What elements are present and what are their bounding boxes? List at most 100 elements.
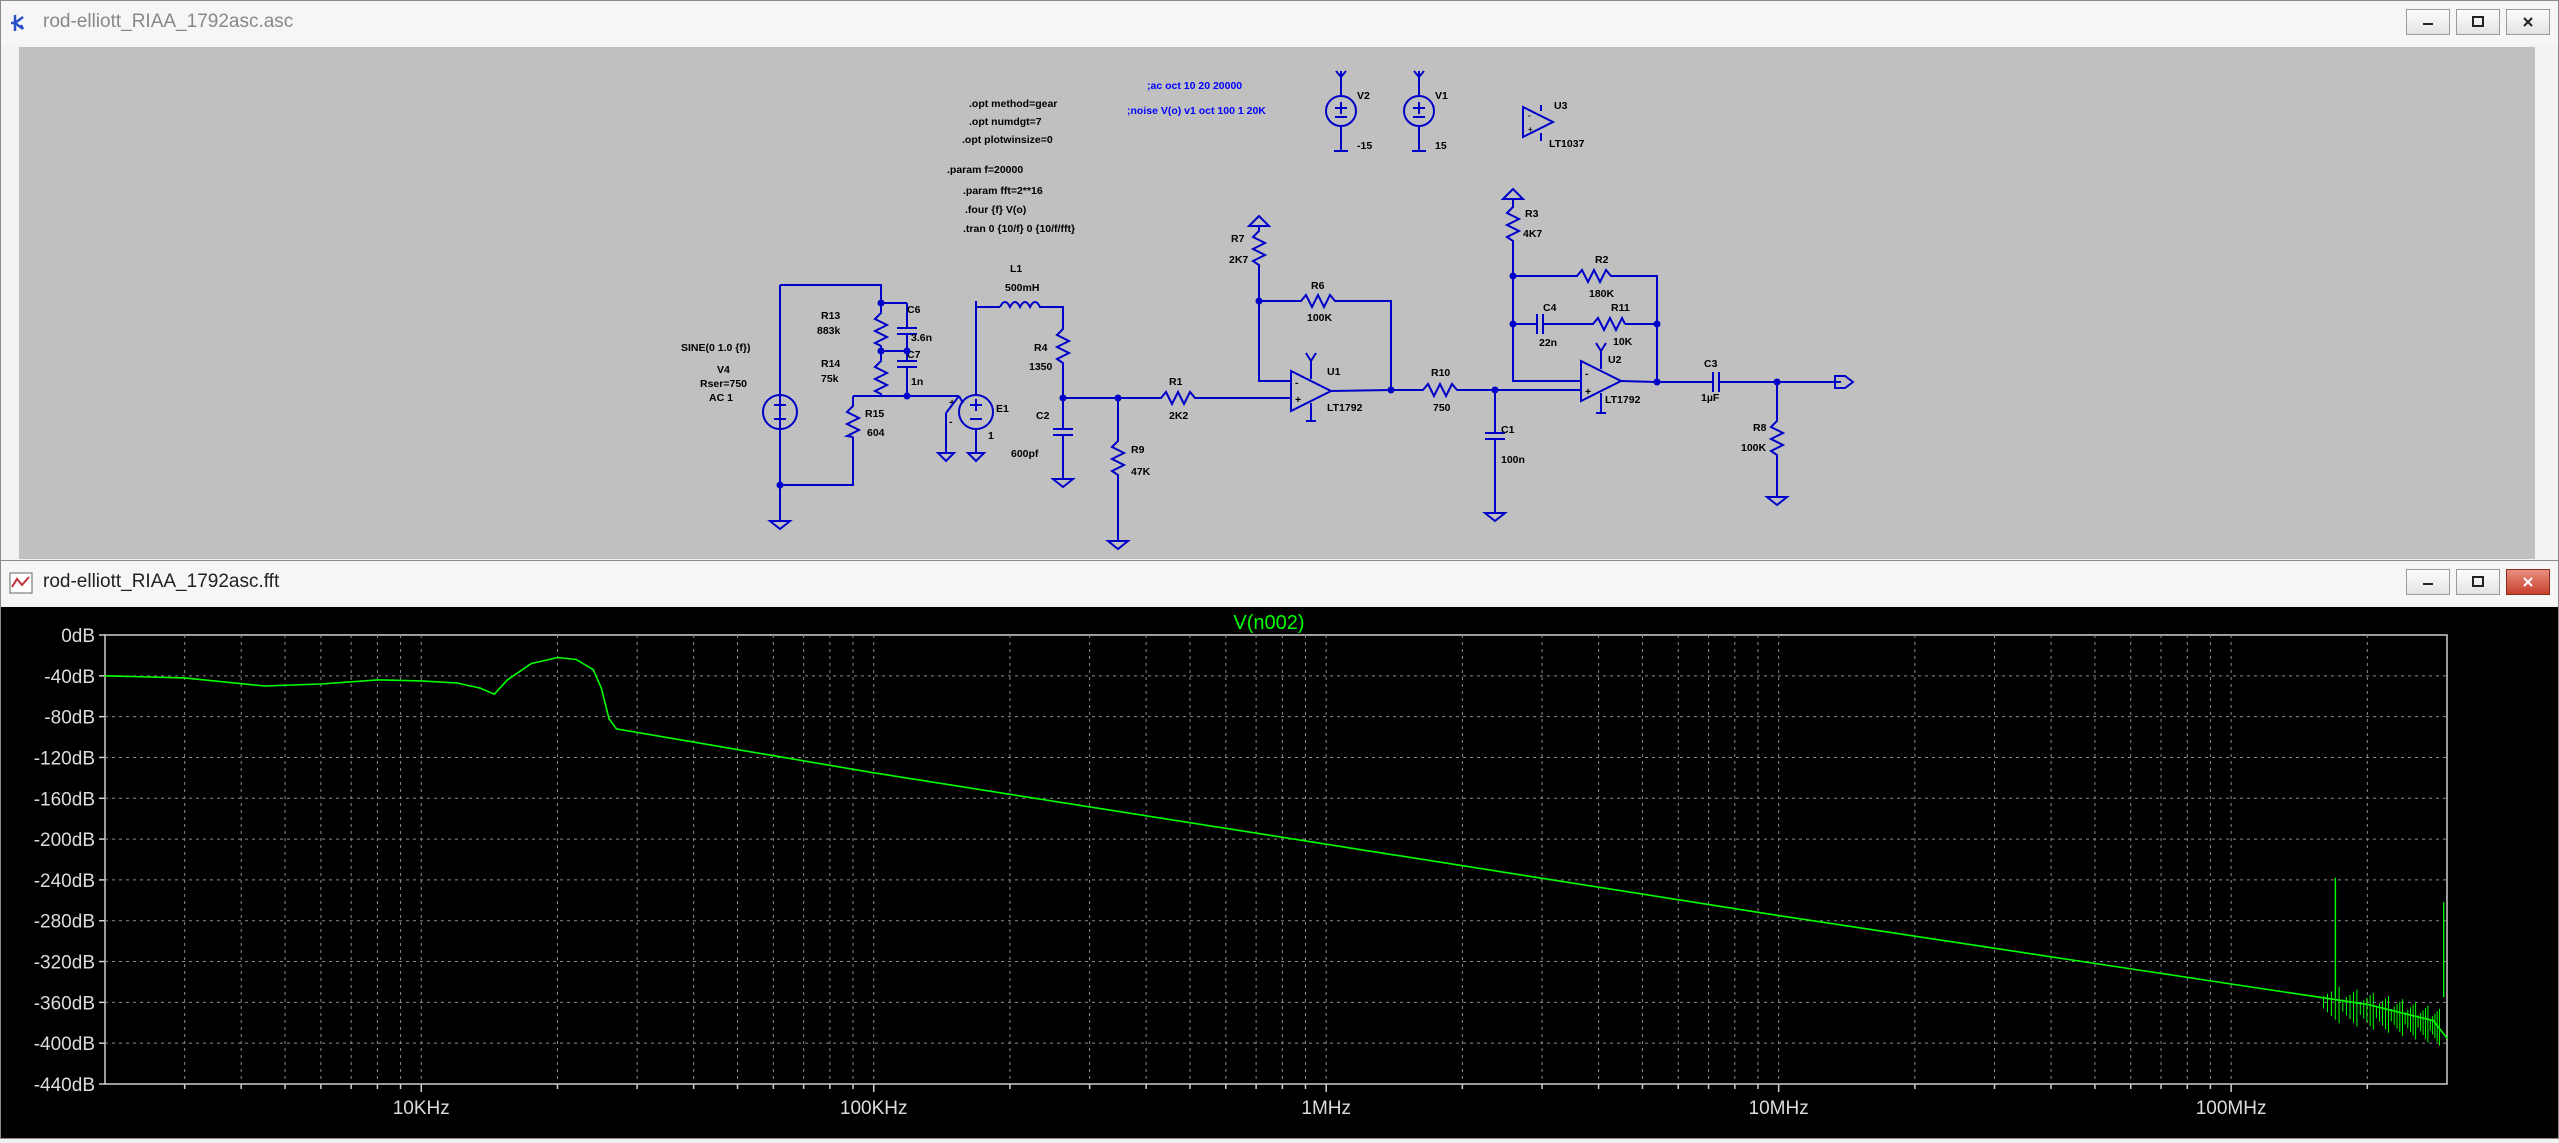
plot-frame <box>104 634 2448 1085</box>
plot-minimize-button[interactable] <box>2406 569 2450 595</box>
y-tick-label: -400dB <box>34 1034 95 1055</box>
data-point <box>263 685 266 687</box>
capacitor-c3[interactable]: C3 1µF <box>1697 358 1841 404</box>
comment-noise[interactable]: ;noise V(o) v1 oct 100 1 20K <box>1127 105 1266 117</box>
output-port[interactable] <box>1834 375 1855 389</box>
svg-text:R14: R14 <box>821 358 840 370</box>
schematic-window[interactable]: rod-elliott_RIAA_1792asc.asc .opt method… <box>0 0 2559 565</box>
svg-text:R1: R1 <box>1169 376 1183 388</box>
capacitor-c7[interactable]: C7 1n <box>897 349 923 396</box>
svg-text:1µF: 1µF <box>1701 392 1720 404</box>
minimize-icon <box>2423 583 2433 585</box>
resistor-r3[interactable]: R3 4K7 <box>1500 187 1581 382</box>
resistor-r9[interactable]: R9 47K <box>1105 398 1151 551</box>
resistor-r8[interactable]: R8 100K <box>1741 382 1790 507</box>
plot-pane[interactable]: 0dB-40dB-80dB-120dB-160dB-200dB-240dB-28… <box>1 607 2558 1138</box>
trace-label[interactable]: V(n002) <box>1233 612 1304 634</box>
y-tick-label: -360dB <box>34 993 95 1014</box>
svg-text:L1: L1 <box>1010 263 1022 275</box>
svg-text:R9: R9 <box>1131 444 1145 456</box>
resistor-r13[interactable]: R13 883k <box>817 303 890 351</box>
y-tick-label: -40dB <box>44 667 95 688</box>
directive-param-fft[interactable]: .param fft=2**16 <box>963 185 1043 197</box>
resistor-r7[interactable]: R7 2K7 <box>1229 214 1272 301</box>
plot-titlebar[interactable]: rod-elliott_RIAA_1792asc.fft <box>1 561 2558 605</box>
svg-text:-: - <box>1585 368 1589 380</box>
resistor-r15[interactable]: R15 604 <box>843 396 885 439</box>
maximize-icon <box>2472 576 2484 587</box>
directive-opt-method[interactable]: .opt method=gear <box>969 98 1057 110</box>
source-e1[interactable]: + - E1 1 <box>935 301 1009 463</box>
capacitor-c6[interactable]: C6 3.6n <box>881 302 932 351</box>
opamp-u2[interactable]: - + U2 LT1792 <box>1580 342 1641 414</box>
inductor-l1[interactable]: L1 500mH <box>999 263 1045 310</box>
schematic-maximize-button[interactable] <box>2456 9 2500 35</box>
opamp-u3[interactable]: - + U3 LT1037 <box>1522 100 1585 150</box>
opamp-u1[interactable]: - + U1 LT1792 <box>1290 352 1363 422</box>
resistor-r14[interactable]: R14 75k <box>821 351 890 396</box>
svg-text:R13: R13 <box>821 310 840 322</box>
data-point <box>592 668 595 671</box>
wire-l1 <box>975 301 1064 319</box>
capacitor-c2[interactable]: C2 600pf <box>1011 398 1076 489</box>
x-tick-label: 10KHz <box>393 1098 450 1119</box>
svg-text:604: 604 <box>867 427 885 439</box>
capacitor-c1[interactable]: C1 100n <box>1482 390 1525 523</box>
svg-text:R8: R8 <box>1753 422 1767 434</box>
directive-param-f[interactable]: .param f=20000 <box>947 164 1023 176</box>
resistor-r1[interactable]: R1 2K2 <box>1156 376 1259 422</box>
svg-text:C4: C4 <box>1543 302 1557 314</box>
schematic-titlebar[interactable]: rod-elliott_RIAA_1792asc.asc <box>1 1 2558 45</box>
comment-ac[interactable]: ;ac oct 10 20 20000 <box>1147 80 1242 92</box>
resistor-r10[interactable]: R10 750 <box>1419 367 1495 414</box>
v4-label: V4 <box>717 364 730 376</box>
source-v2[interactable]: V2 -15 <box>1325 70 1372 152</box>
schematic-close-button[interactable] <box>2506 9 2550 35</box>
data-point <box>479 687 482 689</box>
directive-four[interactable]: .four {f} V(o) <box>965 204 1026 216</box>
y-tick-label: 0dB <box>61 626 95 647</box>
y-tick-label: -240dB <box>34 871 95 892</box>
y-tick-label: -80dB <box>44 708 95 729</box>
schematic-minimize-button[interactable] <box>2406 9 2450 35</box>
y-tick-label: -440dB <box>34 1075 95 1096</box>
svg-text:C2: C2 <box>1036 410 1050 422</box>
svg-text:1n: 1n <box>911 376 923 388</box>
svg-text:C1: C1 <box>1501 424 1515 436</box>
source-v4[interactable]: SINE(0 1.0 {f}) V4 Rser=750 AC 1 <box>681 342 798 430</box>
x-tick-label: 100MHz <box>2196 1098 2267 1119</box>
plot-maximize-button[interactable] <box>2456 569 2500 595</box>
schematic-canvas[interactable]: .opt method=gear .opt numdgt=7 .opt plot… <box>19 47 2535 559</box>
svg-text:75k: 75k <box>821 373 839 385</box>
x-tick-label: 10MHz <box>1749 1098 1809 1119</box>
schematic-drawing[interactable]: .opt method=gear .opt numdgt=7 .opt plot… <box>19 47 2535 559</box>
data-point <box>872 771 875 774</box>
data-point <box>493 693 496 695</box>
svg-text:2K7: 2K7 <box>1229 254 1248 266</box>
v2-value: -15 <box>1357 140 1372 152</box>
x-tick-label: 100KHz <box>840 1098 908 1119</box>
y-tick-label: -280dB <box>34 912 95 933</box>
wire-bottom <box>780 437 854 486</box>
resistor-r2[interactable]: R2 180K <box>1573 254 1625 300</box>
directive-opt-numdgt[interactable]: .opt numdgt=7 <box>969 116 1042 128</box>
data-point <box>183 677 186 679</box>
directive-tran[interactable]: .tran 0 {10/f} 0 {10/f/fft} <box>963 223 1075 235</box>
svg-text:+: + <box>1295 394 1301 406</box>
data-point <box>608 717 610 720</box>
resistor-r4[interactable]: R4 1350 <box>1029 319 1072 398</box>
svg-text:1: 1 <box>988 430 994 442</box>
capacitor-c4[interactable]: C4 22n <box>1536 302 1573 349</box>
resistor-r11[interactable]: R11 10K <box>1573 302 1633 348</box>
data-point <box>530 662 533 665</box>
plot-close-button[interactable] <box>2506 569 2550 595</box>
svg-text:R6: R6 <box>1311 280 1325 292</box>
source-v1[interactable]: V1 15 <box>1403 70 1448 152</box>
resistor-r6[interactable]: R6 100K <box>1297 280 1341 324</box>
data-point <box>456 682 458 684</box>
fft-plot[interactable]: 0dB-40dB-80dB-120dB-160dB-200dB-240dB-28… <box>1 607 2558 1138</box>
directive-opt-plotwinsize[interactable]: .opt plotwinsize=0 <box>962 134 1053 146</box>
plot-window[interactable]: rod-elliott_RIAA_1792asc.fft 0dB -40dB -80… <box>0 560 2559 1139</box>
schematic-icon <box>11 15 25 31</box>
v1-value: 15 <box>1435 140 1447 152</box>
